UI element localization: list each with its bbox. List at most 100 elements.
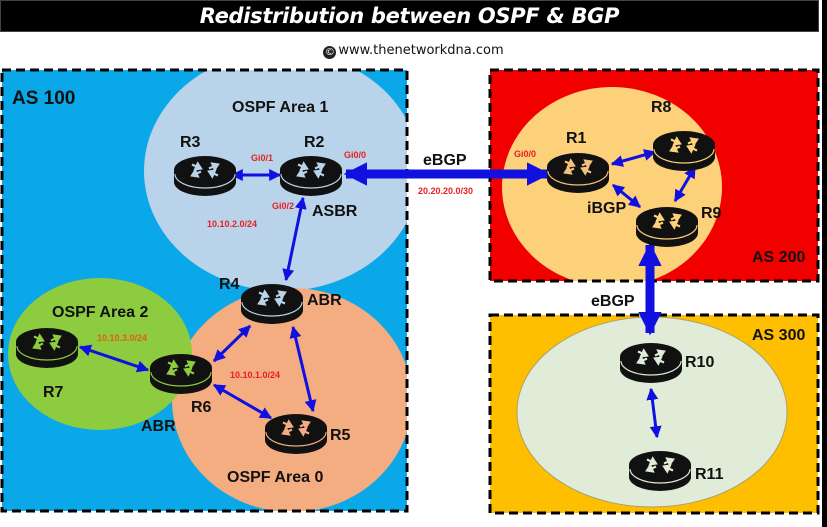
router-label-r10: R10 bbox=[685, 354, 714, 371]
router-band bbox=[636, 224, 698, 240]
router-band bbox=[150, 371, 212, 387]
router-arrow-icon bbox=[282, 419, 294, 429]
router-band bbox=[241, 301, 303, 317]
router-arrow-icon bbox=[184, 360, 196, 370]
interface-r1-gi00: Gi0/0 bbox=[514, 149, 536, 159]
router-arrow-icon bbox=[299, 420, 311, 430]
router-band bbox=[280, 173, 342, 189]
copyright-icon: © bbox=[323, 46, 337, 59]
router-arrow-icon bbox=[580, 166, 592, 176]
router-r1 bbox=[547, 153, 609, 193]
router-band bbox=[16, 345, 78, 361]
router-arrow-icon bbox=[33, 333, 45, 343]
router-arrow-icon bbox=[645, 463, 657, 473]
as300-label: AS 300 bbox=[752, 327, 805, 344]
interface-r2-gi01: Gi0/1 bbox=[251, 153, 273, 163]
router-band bbox=[547, 170, 609, 186]
router-arrow-icon bbox=[564, 158, 576, 168]
router-band bbox=[174, 173, 236, 189]
interface-r2-gi02: Gi0/2 bbox=[272, 201, 294, 211]
router-arrow-icon bbox=[296, 168, 308, 178]
router-label-r9: R9 bbox=[701, 205, 722, 222]
credit-line: ©www.thenetworkdna.com bbox=[0, 43, 827, 59]
as100-region: AS 100 bbox=[0, 68, 409, 513]
router-role-r2: ASBR bbox=[312, 203, 358, 220]
routers-layer bbox=[16, 131, 715, 491]
link-label-ebgp-as200-as300: eBGP bbox=[591, 293, 635, 310]
area0-label: OSPF Area 0 bbox=[227, 469, 323, 486]
router-arrow-icon bbox=[652, 219, 664, 229]
router-r8 bbox=[653, 131, 715, 171]
router-r6 bbox=[150, 354, 212, 394]
link-r10-r11 bbox=[646, 387, 662, 439]
subnet-area0: 10.10.1.0/24 bbox=[230, 370, 280, 380]
as200-label: AS 200 bbox=[752, 249, 805, 266]
credit-text: www.thenetworkdna.com bbox=[338, 43, 504, 58]
router-arrow-icon bbox=[190, 168, 202, 178]
title-bar: Redistribution between OSPF & BGP bbox=[0, 0, 819, 32]
link-label-ebgp-as100-as200: eBGP bbox=[423, 152, 467, 169]
router-top bbox=[636, 207, 698, 235]
router-arrow-icon bbox=[297, 161, 309, 171]
link-label-ibgp: iBGP bbox=[587, 200, 626, 217]
diagram-title: Redistribution between OSPF & BGP bbox=[199, 4, 620, 28]
router-arrow-icon bbox=[653, 356, 665, 366]
router-top bbox=[174, 156, 236, 184]
as300-border bbox=[488, 313, 820, 515]
router-label-r2: R2 bbox=[304, 134, 325, 151]
router-role-r4: ABR bbox=[307, 292, 342, 309]
router-top bbox=[280, 156, 342, 184]
router-arrow-icon bbox=[581, 159, 593, 169]
router-r11 bbox=[629, 451, 691, 491]
as200-core-ellipse bbox=[502, 87, 722, 281]
link-r1-r8 bbox=[610, 149, 657, 167]
router-arrow-icon bbox=[208, 162, 220, 172]
router-arrow-icon bbox=[258, 289, 270, 299]
router-arrow-icon bbox=[32, 340, 44, 350]
router-band bbox=[265, 431, 327, 447]
router-top bbox=[241, 284, 303, 312]
interface-r2-gi00: Gi0/0 bbox=[344, 150, 366, 160]
router-arrow-icon bbox=[637, 348, 649, 358]
router-arrow-icon bbox=[281, 426, 293, 436]
router-label-r8: R8 bbox=[651, 99, 672, 116]
router-arrow-icon bbox=[166, 366, 178, 376]
router-label-r4: R4 bbox=[219, 276, 240, 293]
router-r10 bbox=[620, 343, 682, 383]
router-band bbox=[620, 360, 682, 376]
router-arrow-icon bbox=[314, 162, 326, 172]
router-top bbox=[620, 343, 682, 371]
router-arrow-icon bbox=[669, 220, 681, 230]
router-role-r6: ABR bbox=[141, 418, 176, 435]
router-label-r3: R3 bbox=[180, 134, 201, 151]
router-arrow-icon bbox=[167, 359, 179, 369]
links-layer bbox=[78, 149, 697, 439]
router-label-r6: R6 bbox=[191, 399, 212, 416]
router-top bbox=[16, 328, 78, 356]
router-top bbox=[150, 354, 212, 382]
subnet-area2: 10.10.3.0/24 bbox=[97, 333, 147, 343]
router-arrow-icon bbox=[49, 341, 61, 351]
router-r7 bbox=[16, 328, 78, 368]
link-r6-r5 bbox=[212, 383, 273, 420]
router-top bbox=[653, 131, 715, 159]
link-r2-r4 bbox=[282, 196, 307, 282]
router-arrow-icon bbox=[654, 349, 666, 359]
router-arrow-icon bbox=[663, 457, 675, 467]
router-arrow-icon bbox=[670, 213, 682, 223]
subnet-ebgp-r2-r1: 20.20.20.0/30 bbox=[418, 186, 473, 196]
link-r4-r5 bbox=[289, 325, 317, 413]
link-r4-r6 bbox=[212, 324, 252, 363]
router-r4 bbox=[241, 284, 303, 324]
router-arrow-icon bbox=[670, 136, 682, 146]
link-r8-r9 bbox=[673, 165, 697, 203]
router-r3 bbox=[174, 156, 236, 196]
router-label-r7: R7 bbox=[43, 384, 64, 401]
area1-label: OSPF Area 1 bbox=[232, 99, 328, 116]
subnet-area1: 10.10.2.0/24 bbox=[207, 219, 257, 229]
link-r1-r9 bbox=[612, 183, 641, 209]
router-arrow-icon bbox=[183, 367, 195, 377]
router-arrow-icon bbox=[653, 212, 665, 222]
router-arrow-icon bbox=[687, 137, 699, 147]
area2-label: OSPF Area 2 bbox=[52, 304, 148, 321]
